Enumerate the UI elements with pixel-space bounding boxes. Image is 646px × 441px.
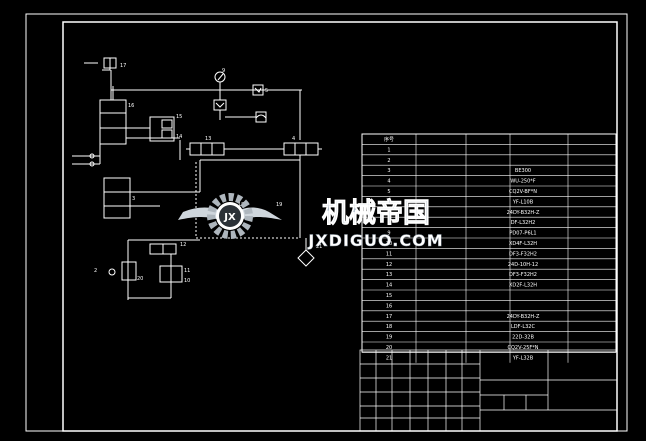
table-row-no: 12: [386, 262, 392, 268]
watermark-site: JXDIGUO.COM: [307, 231, 443, 250]
table-row-no: 1: [387, 147, 390, 153]
table-row-no: 9: [387, 231, 390, 237]
table-row-no: 8: [387, 220, 390, 226]
table-row-code: BE300: [515, 168, 531, 174]
callout-label: 21: [316, 244, 322, 250]
callout-label: 10: [184, 278, 190, 284]
table-row-no: 13: [386, 272, 392, 278]
directional-valve-right: [283, 142, 319, 156]
table-row-no: 21: [386, 355, 392, 361]
table-row-no: 3: [387, 168, 390, 174]
cylinder-upper: [99, 99, 127, 145]
table-row-no: 17: [386, 314, 392, 320]
callout-label: 9: [222, 68, 225, 74]
table-row-no: 18: [386, 324, 392, 330]
inner-frame: [62, 21, 618, 432]
table-row-no: 4: [387, 179, 390, 185]
watermark-title: 机械帝国: [322, 197, 430, 229]
table-row-code: PD07-P6L1: [509, 231, 536, 237]
directional-valve-left: [189, 142, 225, 156]
table-row-code: DF-L32H2: [511, 220, 536, 226]
table-row-code: YF-L10B: [512, 199, 534, 205]
callout-label: 2: [94, 268, 97, 274]
table-row-code: 22D-32B: [512, 335, 534, 341]
table-row-code: CQ2V-25F*N: [507, 345, 538, 351]
title-block: [359, 349, 618, 432]
table-row-no: 5: [387, 189, 390, 195]
table-row-no: 16: [386, 303, 392, 309]
table-row-code: DF3-F32H2: [509, 272, 537, 278]
callout-label: 4: [292, 136, 295, 142]
table-row-no: 20: [386, 345, 392, 351]
table-row-code: LDF-L32C: [511, 324, 535, 330]
watermark-logo: JX 机械帝国 JXDIGUO.COM: [178, 193, 443, 250]
table-row-no: 2: [387, 158, 390, 164]
table-row-no: 15: [386, 293, 392, 299]
callout-label: 19: [276, 202, 282, 208]
callout-label: 12: [180, 242, 186, 248]
callout-label: 17: [120, 63, 126, 69]
callout-label: 18: [238, 202, 244, 208]
table-row-no: 14: [386, 283, 392, 289]
cylinder-lower: [103, 177, 131, 219]
callout-label: 15: [176, 114, 182, 120]
callout-label: 14: [176, 134, 182, 140]
table-row-code: 24DY-B32H-Z: [507, 314, 540, 320]
callout-label: 11: [184, 268, 190, 274]
table-row-no: 11: [386, 251, 392, 257]
logo-monogram: JX: [223, 212, 236, 223]
callout-label: 20: [137, 276, 143, 282]
gear-icon: [207, 193, 253, 239]
table-row-code: WU-250*F: [510, 179, 535, 185]
table-row-code: XD4F-L32H: [509, 241, 537, 247]
table-row-no: 19: [386, 335, 392, 341]
callout-label: 16: [128, 103, 134, 109]
table-row-code: XD2F-L32H: [509, 283, 537, 289]
table-row-code: DF3-F32H2: [509, 251, 537, 257]
hydraulic-schematic: 17 9 5 16 15 14: [72, 57, 322, 300]
table-row-code: YF-L32B: [512, 355, 534, 361]
callout-label: 13: [205, 136, 211, 142]
callout-label: 3: [132, 196, 135, 202]
table-row-no: 7: [387, 210, 390, 216]
table-header-no: 序号: [384, 136, 394, 143]
table-row-no: 10: [386, 241, 392, 247]
callout-label: 5: [265, 88, 268, 94]
table-row-code: 24D-10H-12: [508, 262, 538, 268]
table-row-code: CQ2V-BF*N: [509, 189, 537, 195]
table-row-code: 24DY-B32H-Z: [507, 210, 540, 216]
table-row-no: 6: [387, 199, 390, 205]
